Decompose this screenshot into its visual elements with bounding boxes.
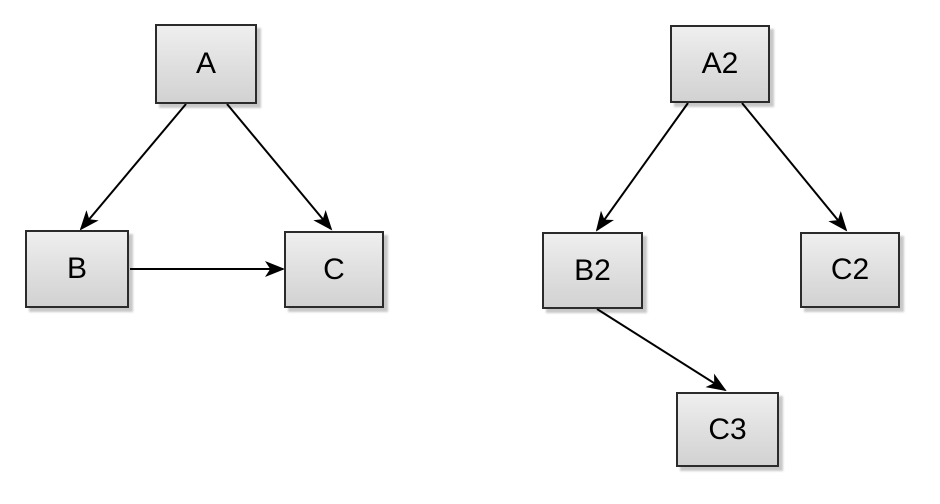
node-b2[interactable]: B2 <box>542 232 643 309</box>
node-a2[interactable]: A2 <box>670 25 770 103</box>
node-label: C2 <box>830 253 870 286</box>
edge-a-to-c <box>226 103 333 231</box>
node-b[interactable]: B <box>25 230 129 308</box>
node-label: C <box>323 252 345 286</box>
edge-b2-to-c3 <box>596 308 727 392</box>
node-label: A <box>195 47 216 80</box>
node-c[interactable]: C <box>284 231 384 308</box>
node-label: B2 <box>574 253 611 287</box>
edges-group <box>79 102 848 392</box>
edge-a2-to-b2 <box>595 102 689 232</box>
edge-a-to-b <box>79 103 187 231</box>
node-label: B <box>66 252 87 285</box>
edge-a2-to-c2 <box>741 102 848 232</box>
node-a[interactable]: A <box>155 24 257 104</box>
node-c2[interactable]: C2 <box>800 232 900 308</box>
node-label: C3 <box>708 412 747 446</box>
node-c3[interactable]: C3 <box>676 392 779 467</box>
node-label: A2 <box>701 47 739 80</box>
